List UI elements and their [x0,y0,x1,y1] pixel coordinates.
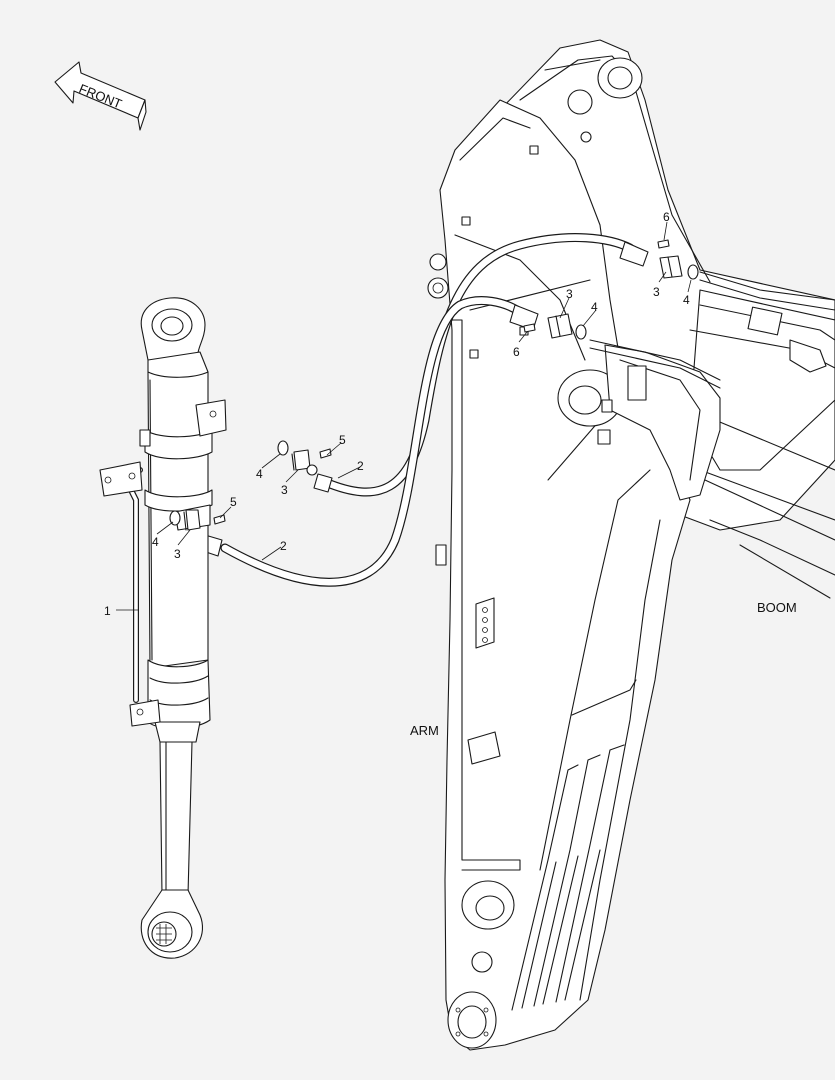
callout-numbers: 1 2 2 3 3 3 3 4 4 4 4 5 5 6 6 [104,210,690,618]
callout-3-lower: 3 [174,547,181,561]
callout-3-arm: 3 [566,287,573,301]
callout-1: 1 [104,604,111,618]
hose-assembly [199,233,649,587]
callout-4-upper: 4 [256,467,263,481]
arm-structure: ARM [410,99,721,1051]
hydraulic-cylinder [99,297,227,959]
boom-label: BOOM [757,600,797,615]
callout-4-top: 4 [683,293,690,307]
arm-label: ARM [410,723,439,738]
callout-4-lower: 4 [152,535,159,549]
callout-3-upper: 3 [281,483,288,497]
callout-5-upper: 5 [339,433,346,447]
callout-2-upper: 2 [357,459,364,473]
callout-4-arm: 4 [591,300,598,314]
fittings [169,239,835,531]
leader-lines [116,221,692,611]
front-arrow-icon: FRONT [54,61,147,131]
callout-6-top: 6 [663,210,670,224]
callout-5-lower: 5 [230,495,237,509]
callout-3-top: 3 [653,285,660,299]
callout-6-arm: 6 [513,345,520,359]
callout-2-lower: 2 [280,539,287,553]
